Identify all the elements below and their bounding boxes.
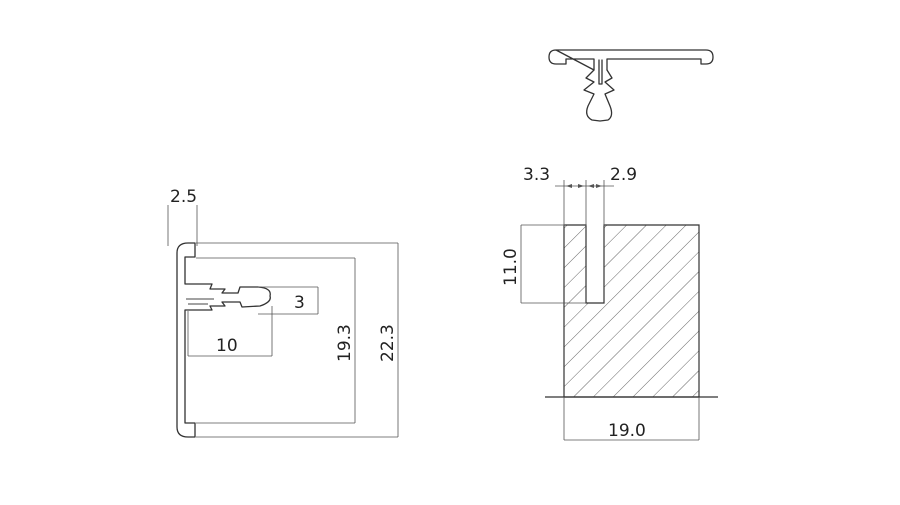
dim-label-slot-width: 2.9 [610, 165, 637, 185]
profile-outline [176, 242, 271, 438]
dim-label-barb-height: 3 [294, 293, 305, 313]
dim-arrowheads-top [566, 184, 602, 188]
dim-label-lip-thickness: 2.5 [170, 187, 197, 207]
t-profile-center-groove [598, 59, 603, 85]
side-section-dimensions: 2.5 3 10 19.3 22.3 [167, 187, 399, 438]
t-profile-barbed-stem [583, 69, 615, 122]
slot-detail [545, 224, 718, 398]
dim-label-stem-length: 10 [216, 336, 238, 356]
dim-label-offset: 3.3 [523, 165, 550, 185]
dim-label-inner-height: 19.3 [335, 324, 355, 362]
hatched-board-section [563, 224, 700, 398]
dim-label-slot-depth: 11.0 [501, 248, 521, 286]
dim-label-overall-height: 22.3 [378, 324, 398, 362]
t-profile-end-view [548, 49, 714, 122]
slot-detail-dimensions: 3.3 2.9 11.0 19.0 [501, 165, 700, 441]
t-profile-cap [548, 49, 714, 71]
side-section-profile [176, 242, 271, 438]
dim-label-board-thickness: 19.0 [608, 421, 646, 441]
